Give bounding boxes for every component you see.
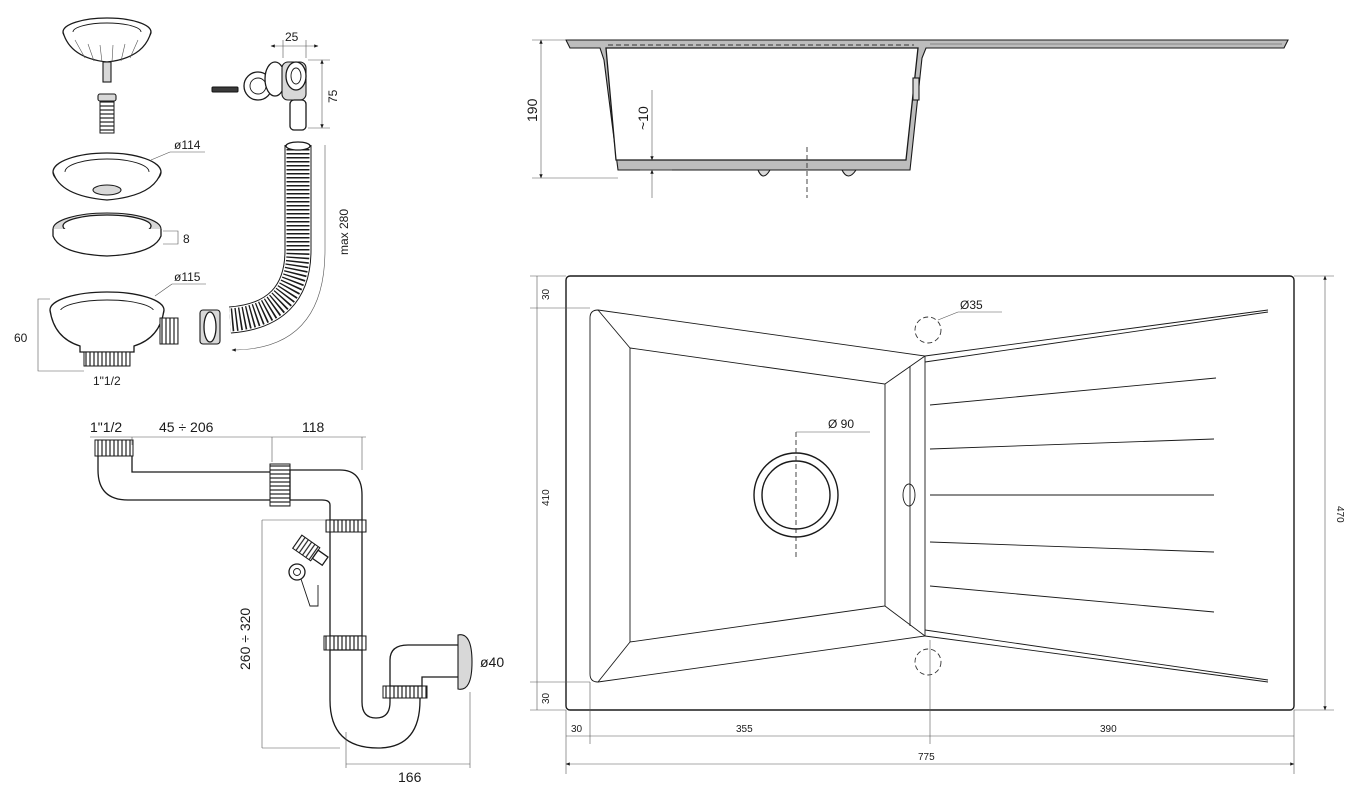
siphon-assembly: 1"1/2 45 ÷ 206 118 260 ÷ 320 ø40 166 xyxy=(90,419,504,785)
siphon-outlet-label: ø40 xyxy=(480,654,504,670)
margin-bottom-label: 30 xyxy=(541,692,552,704)
sink-top-view: Ø 90 Ø35 30 410 30 xyxy=(530,275,1345,774)
inner-height-label: 410 xyxy=(541,489,552,506)
drainer-grooves xyxy=(924,309,1269,683)
bowl-width-label: 355 xyxy=(736,724,753,735)
exploded-drain-parts: ø114 8 ø115 60 1"1/2 xyxy=(14,17,206,388)
drain-diameter-label: ø115 xyxy=(174,270,201,284)
margin-top-label: 30 xyxy=(541,288,552,300)
drain-height-label: 60 xyxy=(14,331,28,345)
gasket-height-label: 8 xyxy=(183,232,190,246)
total-width-label: 775 xyxy=(918,752,935,763)
sink-section-view: 190 ~10 xyxy=(524,39,1289,198)
strainer-flange: ø114 xyxy=(52,138,205,201)
tap-hole-label: Ø35 xyxy=(960,298,983,312)
siphon-vertical-range-label: 260 ÷ 320 xyxy=(237,608,253,670)
siphon-horizontal-range-label: 45 ÷ 206 xyxy=(159,419,214,435)
siphon-horizontal-fixed-label: 118 xyxy=(302,419,325,435)
overflow-offset-label: 25 xyxy=(285,30,299,44)
drain-bolt xyxy=(97,93,117,134)
drain-hole-label: Ø 90 xyxy=(828,417,854,431)
drain-body: ø115 60 1"1/2 xyxy=(14,270,206,388)
drainer-width-label: 390 xyxy=(1100,724,1117,735)
hose-length-label: max 280 xyxy=(337,209,351,255)
drain-thread-label: 1"1/2 xyxy=(93,374,121,388)
strainer-diameter-label: ø114 xyxy=(174,138,201,152)
gasket: 8 xyxy=(52,212,190,257)
strainer-basket xyxy=(62,17,152,83)
overflow-assembly: 25 75 max 280 xyxy=(199,30,351,352)
total-height-label: 470 xyxy=(1334,506,1345,523)
section-depth-label: 190 xyxy=(524,98,540,122)
siphon-inlet-label: 1"1/2 xyxy=(90,419,122,435)
section-wall-label: ~10 xyxy=(635,106,651,130)
overflow-height-label: 75 xyxy=(326,89,340,103)
siphon-bottom-width-label: 166 xyxy=(398,769,422,785)
margin-left-label: 30 xyxy=(571,724,583,735)
